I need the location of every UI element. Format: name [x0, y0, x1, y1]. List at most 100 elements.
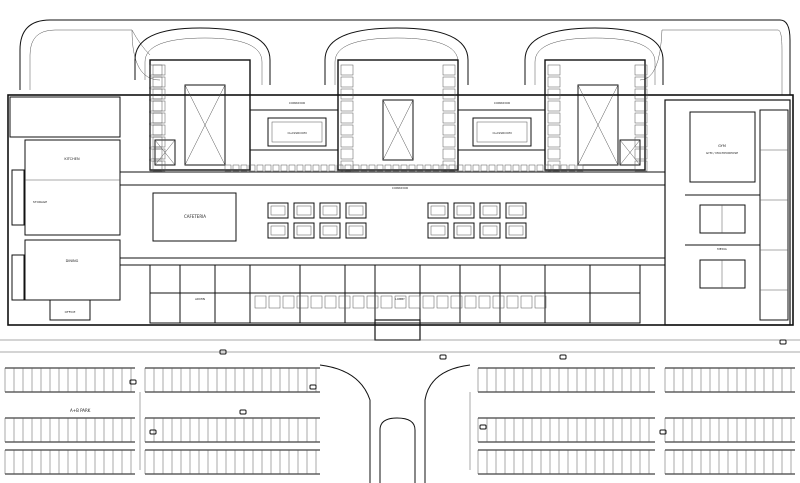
table-top	[430, 225, 446, 236]
tower-room	[634, 88, 648, 100]
small-room	[380, 295, 393, 309]
locker	[488, 164, 496, 172]
table-top	[270, 225, 286, 236]
locker	[288, 164, 296, 172]
bottom-room-upper	[459, 264, 501, 294]
parking-lots	[4, 339, 795, 475]
tower-room	[547, 100, 561, 112]
locker	[568, 164, 576, 172]
tower-room	[547, 64, 561, 76]
locker	[504, 164, 512, 172]
table-top	[430, 205, 446, 216]
table	[427, 222, 449, 239]
tower-room	[547, 112, 561, 124]
top-wing-rooms: CLASSROOM CLASSROOM CORRIDOR CORRIDOR	[250, 101, 545, 151]
locker	[296, 164, 304, 172]
car-icon	[129, 379, 137, 385]
locker	[320, 164, 328, 172]
car-icon	[239, 409, 247, 415]
locker	[560, 164, 568, 172]
small-room	[436, 295, 449, 309]
tower-room	[340, 136, 354, 148]
bottom-room-upper	[249, 264, 301, 294]
bottom-room-upper	[374, 264, 421, 294]
tower-room	[340, 88, 354, 100]
table	[505, 202, 527, 219]
table-top	[322, 205, 338, 216]
table	[345, 222, 367, 239]
tower-room	[547, 136, 561, 148]
tower-room	[340, 124, 354, 136]
locker	[352, 164, 360, 172]
locker	[336, 164, 344, 172]
table	[479, 202, 501, 219]
locker	[392, 164, 400, 172]
arch-bays	[134, 27, 664, 85]
locker	[304, 164, 312, 172]
locker	[248, 164, 256, 172]
small-room	[422, 295, 435, 309]
small-room	[338, 295, 351, 309]
classroom-label-2: CLASSROOM	[492, 131, 512, 135]
table	[293, 222, 315, 239]
locker	[528, 164, 536, 172]
table-top	[508, 225, 524, 236]
tower-room	[547, 88, 561, 100]
cafeteria-label: CAFETERIA	[184, 214, 206, 219]
bottom-room-upper	[179, 264, 216, 294]
table	[319, 222, 341, 239]
locker	[416, 164, 424, 172]
tower-room	[547, 148, 561, 160]
locker	[424, 164, 432, 172]
tower-room	[149, 76, 163, 88]
bottom-room-upper	[419, 264, 461, 294]
locker	[576, 164, 584, 172]
locker	[360, 164, 368, 172]
tower-room	[149, 64, 163, 76]
bottom-room-upper	[214, 264, 251, 294]
stair-shafts	[149, 64, 648, 172]
locker	[232, 164, 240, 172]
small-room	[352, 295, 365, 309]
table-top	[296, 205, 312, 216]
office-label: OFFICE	[65, 310, 76, 314]
tower-room	[634, 112, 648, 124]
tower-room	[340, 76, 354, 88]
tower-room	[152, 88, 166, 100]
tower-room	[634, 100, 648, 112]
table-top	[322, 225, 338, 236]
tower-room	[149, 88, 163, 100]
media-label: MEDIA	[717, 247, 728, 251]
tower-room	[442, 148, 456, 160]
tower-room	[634, 160, 648, 172]
tower-room	[547, 124, 561, 136]
locker	[400, 164, 408, 172]
tower-room	[152, 100, 166, 112]
tower-room	[634, 124, 648, 136]
table-top	[270, 205, 286, 216]
tower-room	[149, 100, 163, 112]
table	[453, 202, 475, 219]
small-room	[282, 295, 295, 309]
tower-room	[442, 112, 456, 124]
small-room	[506, 295, 519, 309]
tower-room	[634, 64, 648, 76]
locker	[512, 164, 520, 172]
car-icon	[779, 339, 787, 345]
table	[505, 222, 527, 239]
gym-multipurpose-label: GYM / MULTIPURPOSE	[706, 151, 738, 155]
table	[293, 202, 315, 219]
locker	[264, 164, 272, 172]
small-room	[366, 295, 379, 309]
small-room	[464, 295, 477, 309]
tower-room	[152, 124, 166, 136]
table	[319, 202, 341, 219]
bottom-room-upper	[344, 264, 376, 294]
locker	[256, 164, 264, 172]
tower-room	[634, 148, 648, 160]
table	[267, 202, 289, 219]
small-room	[254, 295, 267, 309]
car-icon	[439, 354, 447, 360]
locker	[240, 164, 248, 172]
